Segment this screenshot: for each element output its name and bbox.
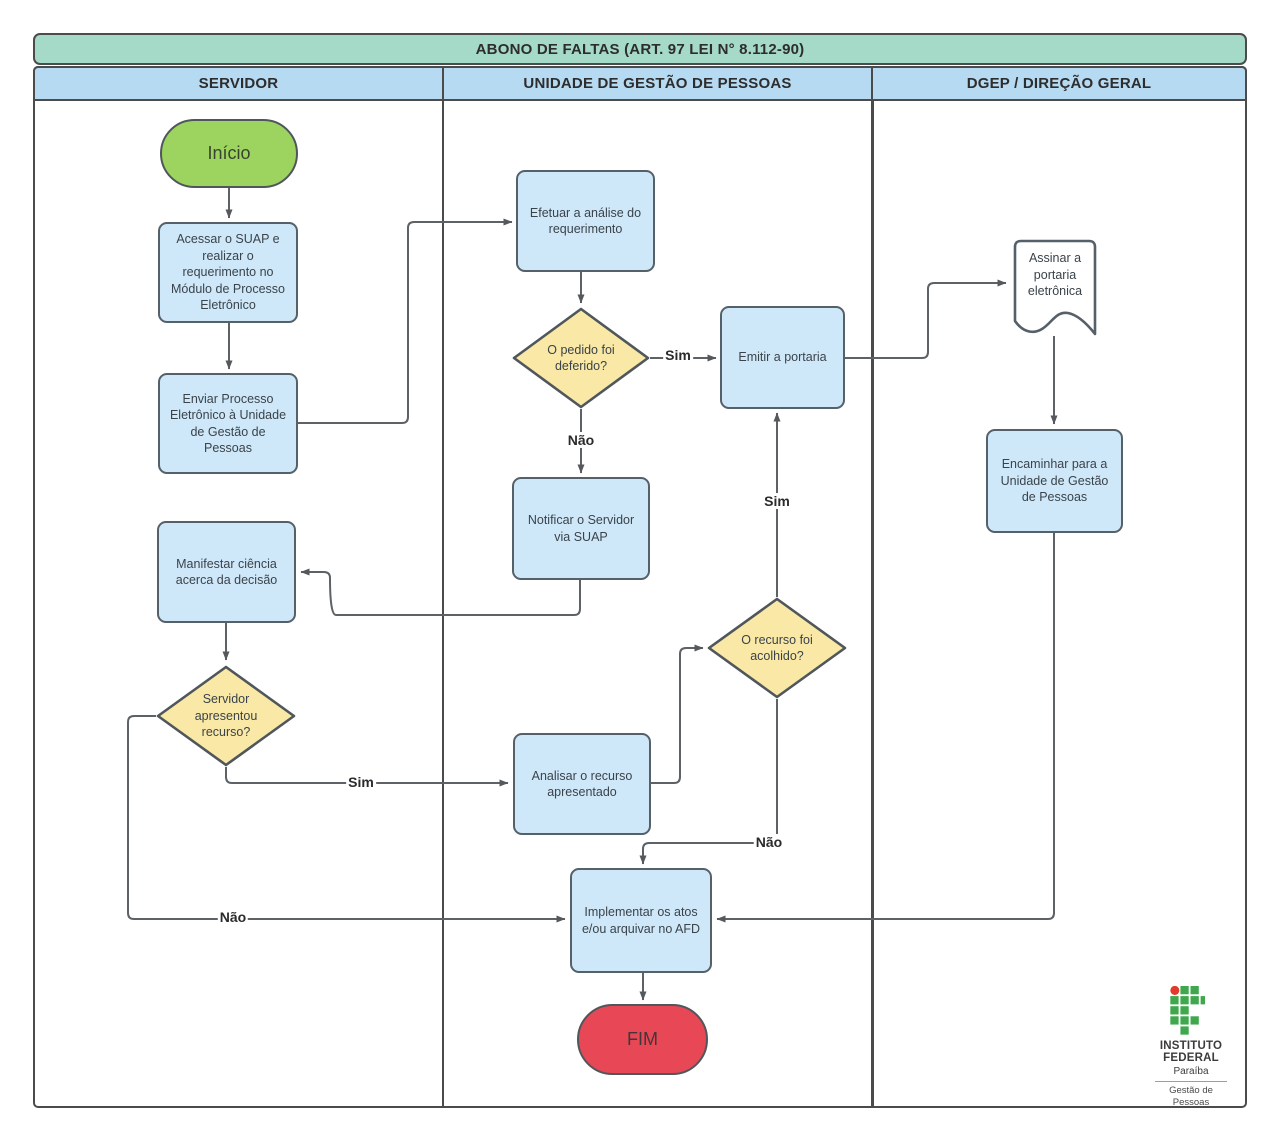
logo-department-line2: Pessoas — [1172, 1097, 1210, 1109]
lane-separator-2 — [871, 101, 874, 1106]
document-assinar-portaria: Assinar a portaria eletrônica — [1010, 237, 1100, 339]
process-acessar-suap: Acessar o SUAP e realizar o requerimento… — [158, 222, 298, 323]
edge-label-deferido-sim: Sim — [663, 347, 693, 363]
diagram-title: ABONO DE FALTAS (ART. 97 LEI N° 8.112-90… — [33, 33, 1247, 65]
logo-institution-line1: INSTITUTO — [1159, 1040, 1223, 1052]
end-node-fim: FIM — [577, 1004, 708, 1075]
edge-label-recurso-nao: Não — [217, 909, 249, 925]
decision-recurso-acolhido-label: O recurso foi acolhido? — [741, 632, 813, 664]
decision-pedido-deferido-label: O pedido foi deferido? — [547, 342, 615, 374]
edge-label-acolhido-sim: Sim — [762, 493, 792, 509]
diamond-shape — [512, 307, 650, 409]
process-efetuar-analise-label: Efetuar a análise do requerimento — [529, 205, 642, 237]
instituto-federal-logo: INSTITUTO FEDERAL Paraíba Gestão de Pess… — [1148, 986, 1234, 1110]
process-implementar-atos: Implementar os atos e/ou arquivar no AFD — [570, 868, 712, 973]
decision-pedido-deferido: O pedido foi deferido? — [512, 307, 650, 409]
edge-label-recurso-sim: Sim — [346, 774, 376, 790]
instituto-federal-logo-icon — [1170, 986, 1206, 1035]
process-notificar-servidor-label: Notificar o Servidor via SUAP — [527, 513, 635, 544]
start-node-inicio: Início — [160, 119, 298, 188]
start-label: Início — [207, 143, 251, 163]
process-encaminhar-ugp-label: Encaminhar para a Unidade de Gestão de P… — [1000, 457, 1109, 505]
process-manifestar-ciencia: Manifestar ciência acerca da decisão — [157, 521, 296, 623]
process-analisar-recurso: Analisar o recurso apresentado — [513, 733, 651, 835]
process-analisar-recurso-label: Analisar o recurso apresentado — [531, 768, 633, 800]
lane-header-unidade-gestao-pessoas: UNIDADE DE GESTÃO DE PESSOAS — [441, 66, 874, 101]
process-implementar-atos-label: Implementar os atos e/ou arquivar no AFD — [581, 905, 701, 936]
lane-header-dgep-direcao-geral: DGEP / DIREÇÃO GERAL — [871, 66, 1247, 101]
process-encaminhar-ugp: Encaminhar para a Unidade de Gestão de P… — [986, 429, 1123, 533]
document-shape — [1013, 239, 1097, 336]
decision-servidor-recurso: Servidor apresentou recurso? — [156, 665, 296, 767]
lane-separator-1 — [441, 101, 444, 1106]
end-label: FIM — [627, 1029, 658, 1049]
logo-state: Paraíba — [1173, 1065, 1209, 1077]
logo-institution-line2: FEDERAL — [1163, 1052, 1219, 1065]
logo-department-line1: Gestão de — [1169, 1084, 1213, 1096]
process-enviar-processo-label: Enviar Processo Eletrônico à Unidade de … — [169, 391, 287, 456]
lane-header-servidor: SERVIDOR — [33, 66, 444, 101]
process-acessar-suap-label: Acessar o SUAP e realizar o requerimento… — [171, 232, 285, 313]
process-emitir-portaria: Emitir a portaria — [720, 306, 845, 409]
decision-servidor-recurso-label: Servidor apresentou recurso? — [194, 692, 258, 740]
process-emitir-portaria-label: Emitir a portaria — [738, 350, 827, 365]
logo-divider — [1155, 1080, 1227, 1082]
process-notificar-servidor: Notificar o Servidor via SUAP — [512, 477, 650, 580]
document-assinar-portaria-label: Assinar a portaria eletrônica — [1027, 251, 1083, 298]
process-manifestar-ciencia-label: Manifestar ciência acerca da decisão — [175, 556, 278, 588]
edge-label-acolhido-nao: Não — [753, 834, 785, 850]
process-enviar-processo: Enviar Processo Eletrônico à Unidade de … — [158, 373, 298, 474]
decision-recurso-acolhido: O recurso foi acolhido? — [707, 597, 847, 699]
process-efetuar-analise: Efetuar a análise do requerimento — [516, 170, 655, 272]
edge-label-deferido-nao: Não — [565, 432, 597, 448]
